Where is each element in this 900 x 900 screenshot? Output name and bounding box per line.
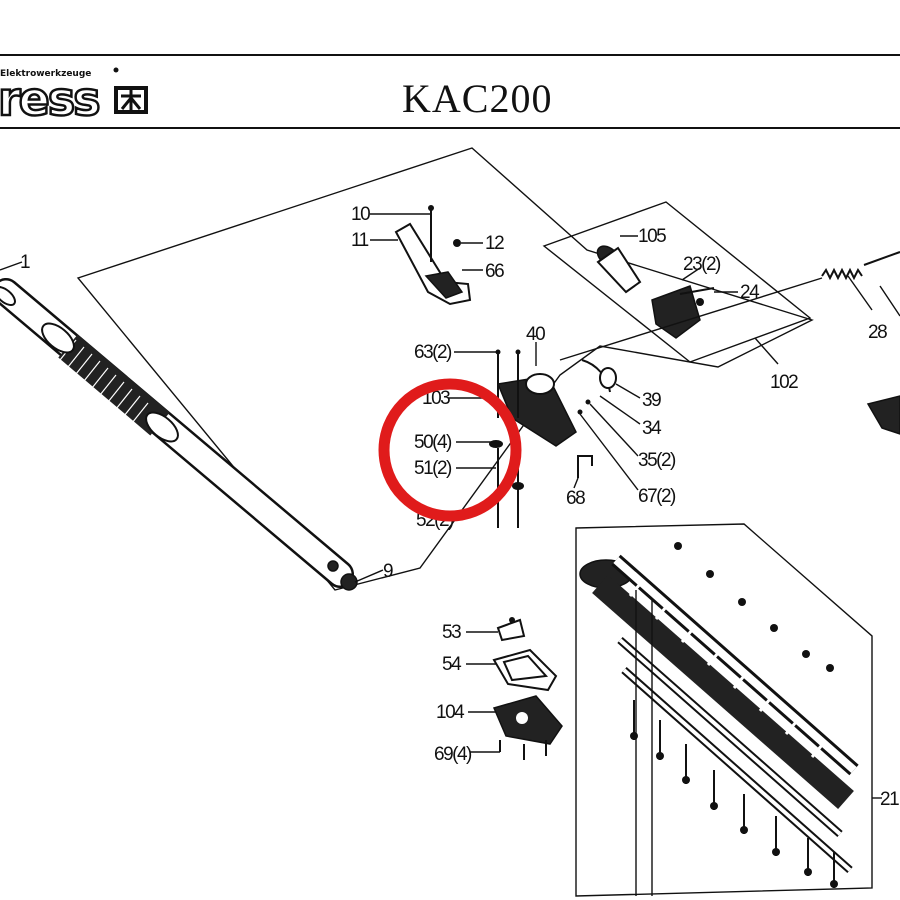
leader-67 [579, 413, 639, 491]
leader-9 [354, 569, 384, 583]
label-part-28: 28 [868, 322, 887, 343]
leader-34 [599, 395, 641, 425]
blade-fragment [866, 395, 900, 435]
label-part-105: 105 [638, 226, 666, 247]
leader-102 [754, 337, 779, 365]
label-part-54: 54 [442, 654, 462, 675]
label-part-10: 10 [351, 204, 370, 225]
gear-housing [489, 349, 617, 528]
label-part-1: 1 [20, 252, 30, 273]
brand-logo-text: ress [0, 72, 99, 126]
label-part-68: 68 [566, 488, 585, 509]
exploded-view-outline [76, 147, 814, 591]
header: Elektrowerkzeuge ress KAC200 [0, 54, 900, 129]
label-part-63: 63(2) [414, 342, 452, 363]
label-part-102: 102 [770, 372, 798, 393]
label-part-24: 24 [740, 282, 760, 303]
hedge-blade-assembly [579, 542, 859, 896]
label-part-103: 103 [422, 388, 450, 409]
label-part-67: 67(2) [638, 486, 676, 507]
label-part-53: 53 [442, 622, 461, 643]
gear-subassembly [596, 245, 715, 339]
label-part-39: 39 [642, 390, 661, 411]
label-part-66: 66 [485, 261, 504, 282]
brand-tagline: Elektrowerkzeuge [0, 69, 91, 79]
brand-logo-mark [114, 86, 148, 114]
label-part-40: 40 [526, 324, 545, 345]
label-part-21: 21 [880, 789, 899, 810]
label-part-9: 9 [383, 561, 393, 582]
drive-shaft [0, 278, 358, 591]
label-part-50: 50(4) [414, 432, 452, 453]
leader-1 [0, 261, 23, 271]
leader-offscreen [879, 285, 900, 317]
registered-mark [113, 67, 119, 73]
label-part-104: 104 [436, 702, 465, 723]
label-part-34: 34 [642, 418, 662, 439]
leader-28 [847, 275, 873, 311]
leader-23 [681, 267, 701, 281]
model-title: KAC200 [402, 76, 552, 121]
blade-assembly-box [575, 523, 873, 897]
trigger-handle [394, 205, 472, 306]
drive-axis-line [559, 277, 823, 361]
lower-plates [492, 617, 563, 760]
label-part-23: 23(2) [683, 254, 721, 275]
spring-28 [821, 251, 900, 281]
label-part-11: 11 [351, 230, 369, 251]
highlight-circle [378, 378, 522, 522]
leader-39 [615, 383, 641, 399]
part-68-bracket [577, 455, 593, 478]
label-part-12: 12 [485, 233, 504, 254]
gear-subassembly-box [542, 201, 812, 363]
leader-68 [573, 477, 579, 489]
label-part-35: 35(2) [638, 450, 676, 471]
label-part-51: 51(2) [414, 458, 452, 479]
leader-35 [589, 403, 639, 457]
label-part-69: 69(4) [434, 744, 472, 765]
